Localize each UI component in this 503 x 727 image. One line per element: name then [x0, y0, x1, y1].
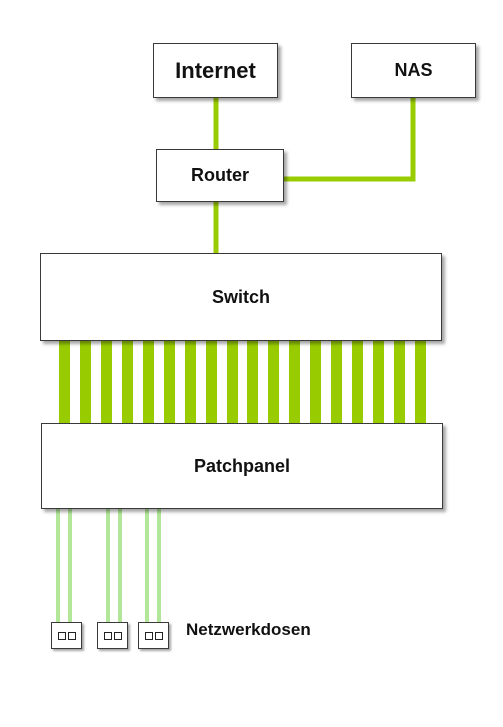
patch-cable	[80, 341, 91, 423]
patch-cable	[227, 341, 238, 423]
network-outlet	[97, 622, 128, 649]
patch-cable	[394, 341, 405, 423]
internet-box: Internet	[153, 43, 278, 98]
internet-label: Internet	[175, 57, 256, 83]
socket-icon	[155, 632, 163, 640]
patch-cable	[331, 341, 342, 423]
patch-cable	[310, 341, 321, 423]
router-nas-link	[284, 98, 416, 182]
router-label: Router	[191, 165, 249, 185]
patch-cable	[164, 341, 175, 423]
router-box: Router	[156, 149, 284, 202]
connection-lines	[213, 98, 416, 253]
socket-icon	[114, 632, 122, 640]
patch-cable	[143, 341, 154, 423]
switch-box: Switch	[40, 253, 442, 341]
switch-label: Switch	[211, 286, 270, 307]
patch-cable	[415, 341, 426, 423]
drop-cables	[56, 509, 161, 622]
patch-cable	[206, 341, 217, 423]
socket-icon	[145, 632, 153, 640]
socket-icon	[104, 632, 112, 640]
patch-cable	[268, 341, 279, 423]
outlets-label: Netzwerkdosen	[186, 620, 311, 639]
network-outlet	[51, 622, 82, 649]
patchpanel-label: Patchpanel	[193, 455, 291, 476]
patch-cable	[289, 341, 300, 423]
patch-cable	[373, 341, 384, 423]
patch-cable	[101, 341, 112, 423]
patch-cable	[352, 341, 363, 423]
patchpanel-box: Patchpanel	[41, 423, 443, 509]
patch-cable	[247, 341, 258, 423]
network-outlet	[138, 622, 169, 649]
nas-label: NAS	[394, 60, 433, 80]
patch-cable	[59, 341, 70, 423]
patch-cable	[185, 341, 196, 423]
socket-icon	[68, 632, 76, 640]
patch-cable	[122, 341, 133, 423]
socket-icon	[58, 632, 66, 640]
nas-box: NAS	[351, 43, 476, 98]
patch-cables	[59, 341, 426, 423]
